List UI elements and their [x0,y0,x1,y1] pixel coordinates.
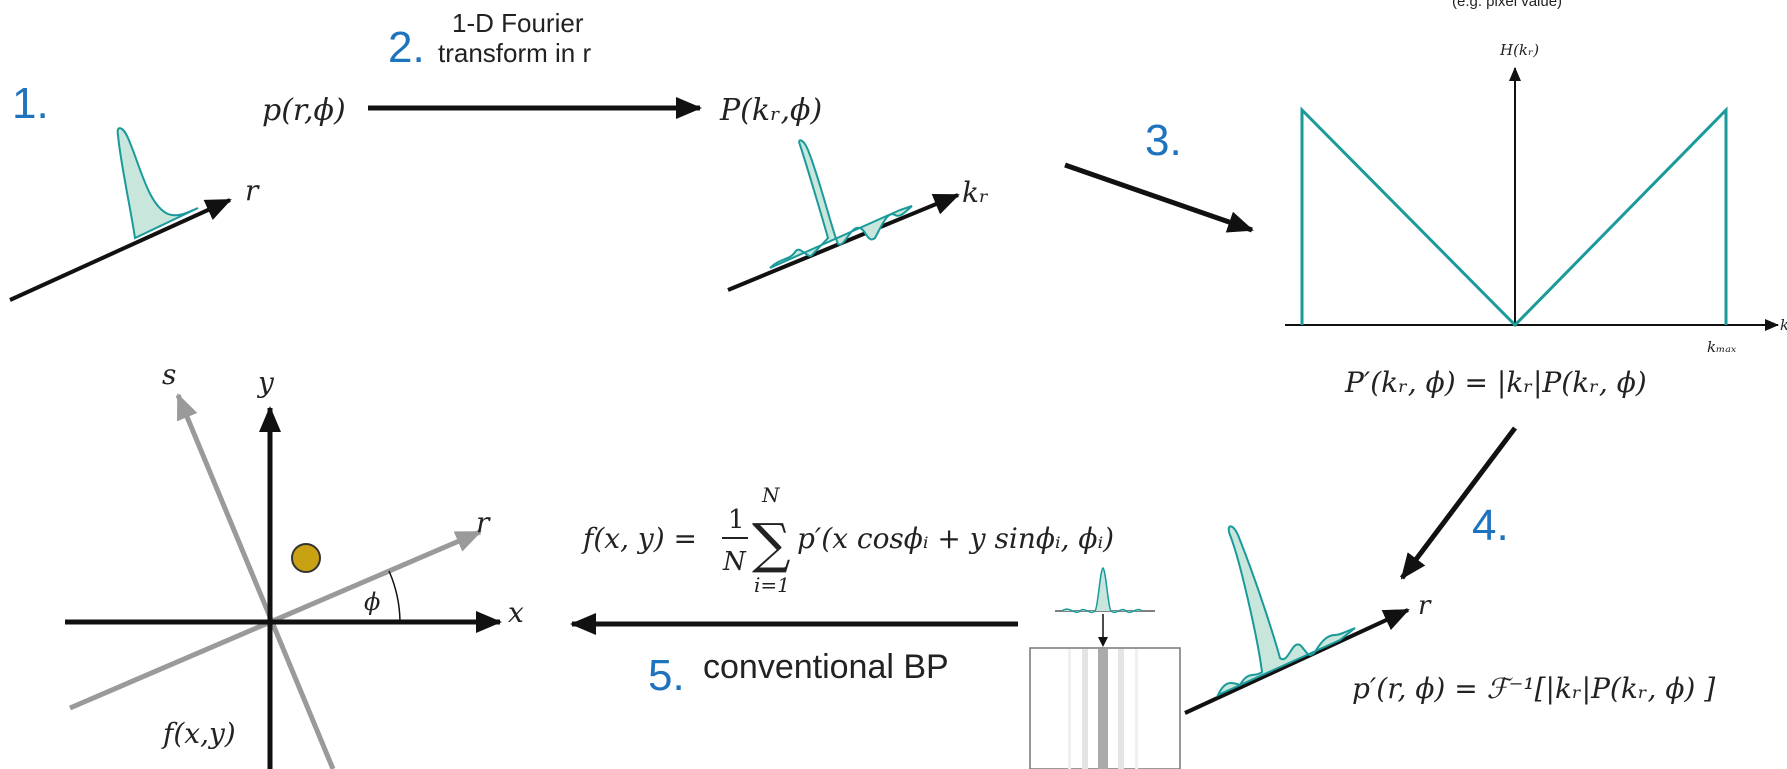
filter-y-label: H(kᵣ) [1499,41,1539,59]
kr-axis-label: kᵣ [962,176,989,209]
bp-sum-sign: ∑ [752,512,791,575]
r-axis-label-1: r [245,174,260,207]
sketch-stripe-right [1118,649,1124,769]
projection-peak-shape [116,127,199,240]
projection-panel: r p(r,ϕ) [9,93,346,302]
conventional-bp-label: conventional BP [703,648,949,686]
s-axis-label: s [162,358,176,391]
P-kr-phi-label: P(kᵣ,ϕ) [719,93,822,128]
bp-sum-top: N [761,483,781,507]
f-xy-label: f(x,y) [161,717,236,750]
filtered-projection-panel: r p′(r, ϕ) = ℱ⁻¹[|kᵣ|P(kᵣ, ϕ) ] [1184,525,1715,715]
backprojection-equation: f(x, y) = 1 N ∑ N i=1 p′(x cosϕᵢ + y sin… [581,483,1114,597]
phi-angle-label: ϕ [364,588,380,616]
frequency-panel: P(kᵣ,ϕ) kᵣ [719,93,989,292]
s-axis [175,393,336,769]
filter-kmax-label: kₘₐₓ [1707,338,1737,356]
inverse-arrow [1400,426,1517,580]
coordinate-frame: s y r x ϕ f(x,y) [65,358,524,769]
bp-frac-num: 1 [728,505,745,535]
step-4-label: 4. [1472,501,1509,550]
filter-k-label: k [1780,316,1787,334]
step-5-label: 5. [648,651,685,700]
r-axis-1 [9,198,232,302]
fourier-text-line1: 1-D Fourier [452,8,584,38]
object-point [291,543,321,573]
fourier-text-line2: transform in r [438,38,591,68]
y-axis-label: y [256,366,275,399]
bp-lhs: f(x, y) = [581,522,697,555]
filtered-projection-shape [1215,525,1356,698]
step-1-label: 1. [12,79,49,128]
ramp-filter-curve [1300,106,1728,328]
sketch-stripe-center [1098,649,1108,769]
r-axis-label-5: r [476,506,491,539]
step-3-label: 3. [1145,116,1182,165]
sketch-stripe-left2 [1068,649,1071,769]
sketch-stripe-right2 [1135,649,1138,769]
filter-arrow [1064,162,1254,233]
frequency-spectrum-shape [769,139,913,269]
bp-frac-den: N [722,547,747,577]
step-2-label: 2. [388,23,425,72]
inverse-transform-equation: p′(r, ϕ) = ℱ⁻¹[|kᵣ|P(kᵣ, ϕ) ] [1352,672,1715,705]
sketch-stripe-left [1082,649,1088,769]
ramp-filter-plot: (e.g. pixel value) H(kᵣ) kₘₐₓ k P′(kᵣ, ϕ… [1285,0,1787,399]
phi-angle-arc [388,570,401,623]
bp-rhs: p′(x cosϕᵢ + y sinϕᵢ, ϕᵢ) [797,522,1114,555]
r-axis-label-4: r [1418,591,1432,621]
x-axis-label: x [508,596,524,629]
backprojection-sketch [1029,567,1181,769]
filtered-frequency-equation: P′(kᵣ, ϕ) = |kᵣ|P(kᵣ, ϕ) [1344,366,1647,399]
p-r-phi-label: p(r,ϕ) [262,93,346,128]
r-axis-4 [1184,608,1410,715]
filter-note: (e.g. pixel value) [1452,0,1562,10]
sketch-profile [1061,567,1143,614]
bp-sum-bottom: i=1 [754,573,790,597]
